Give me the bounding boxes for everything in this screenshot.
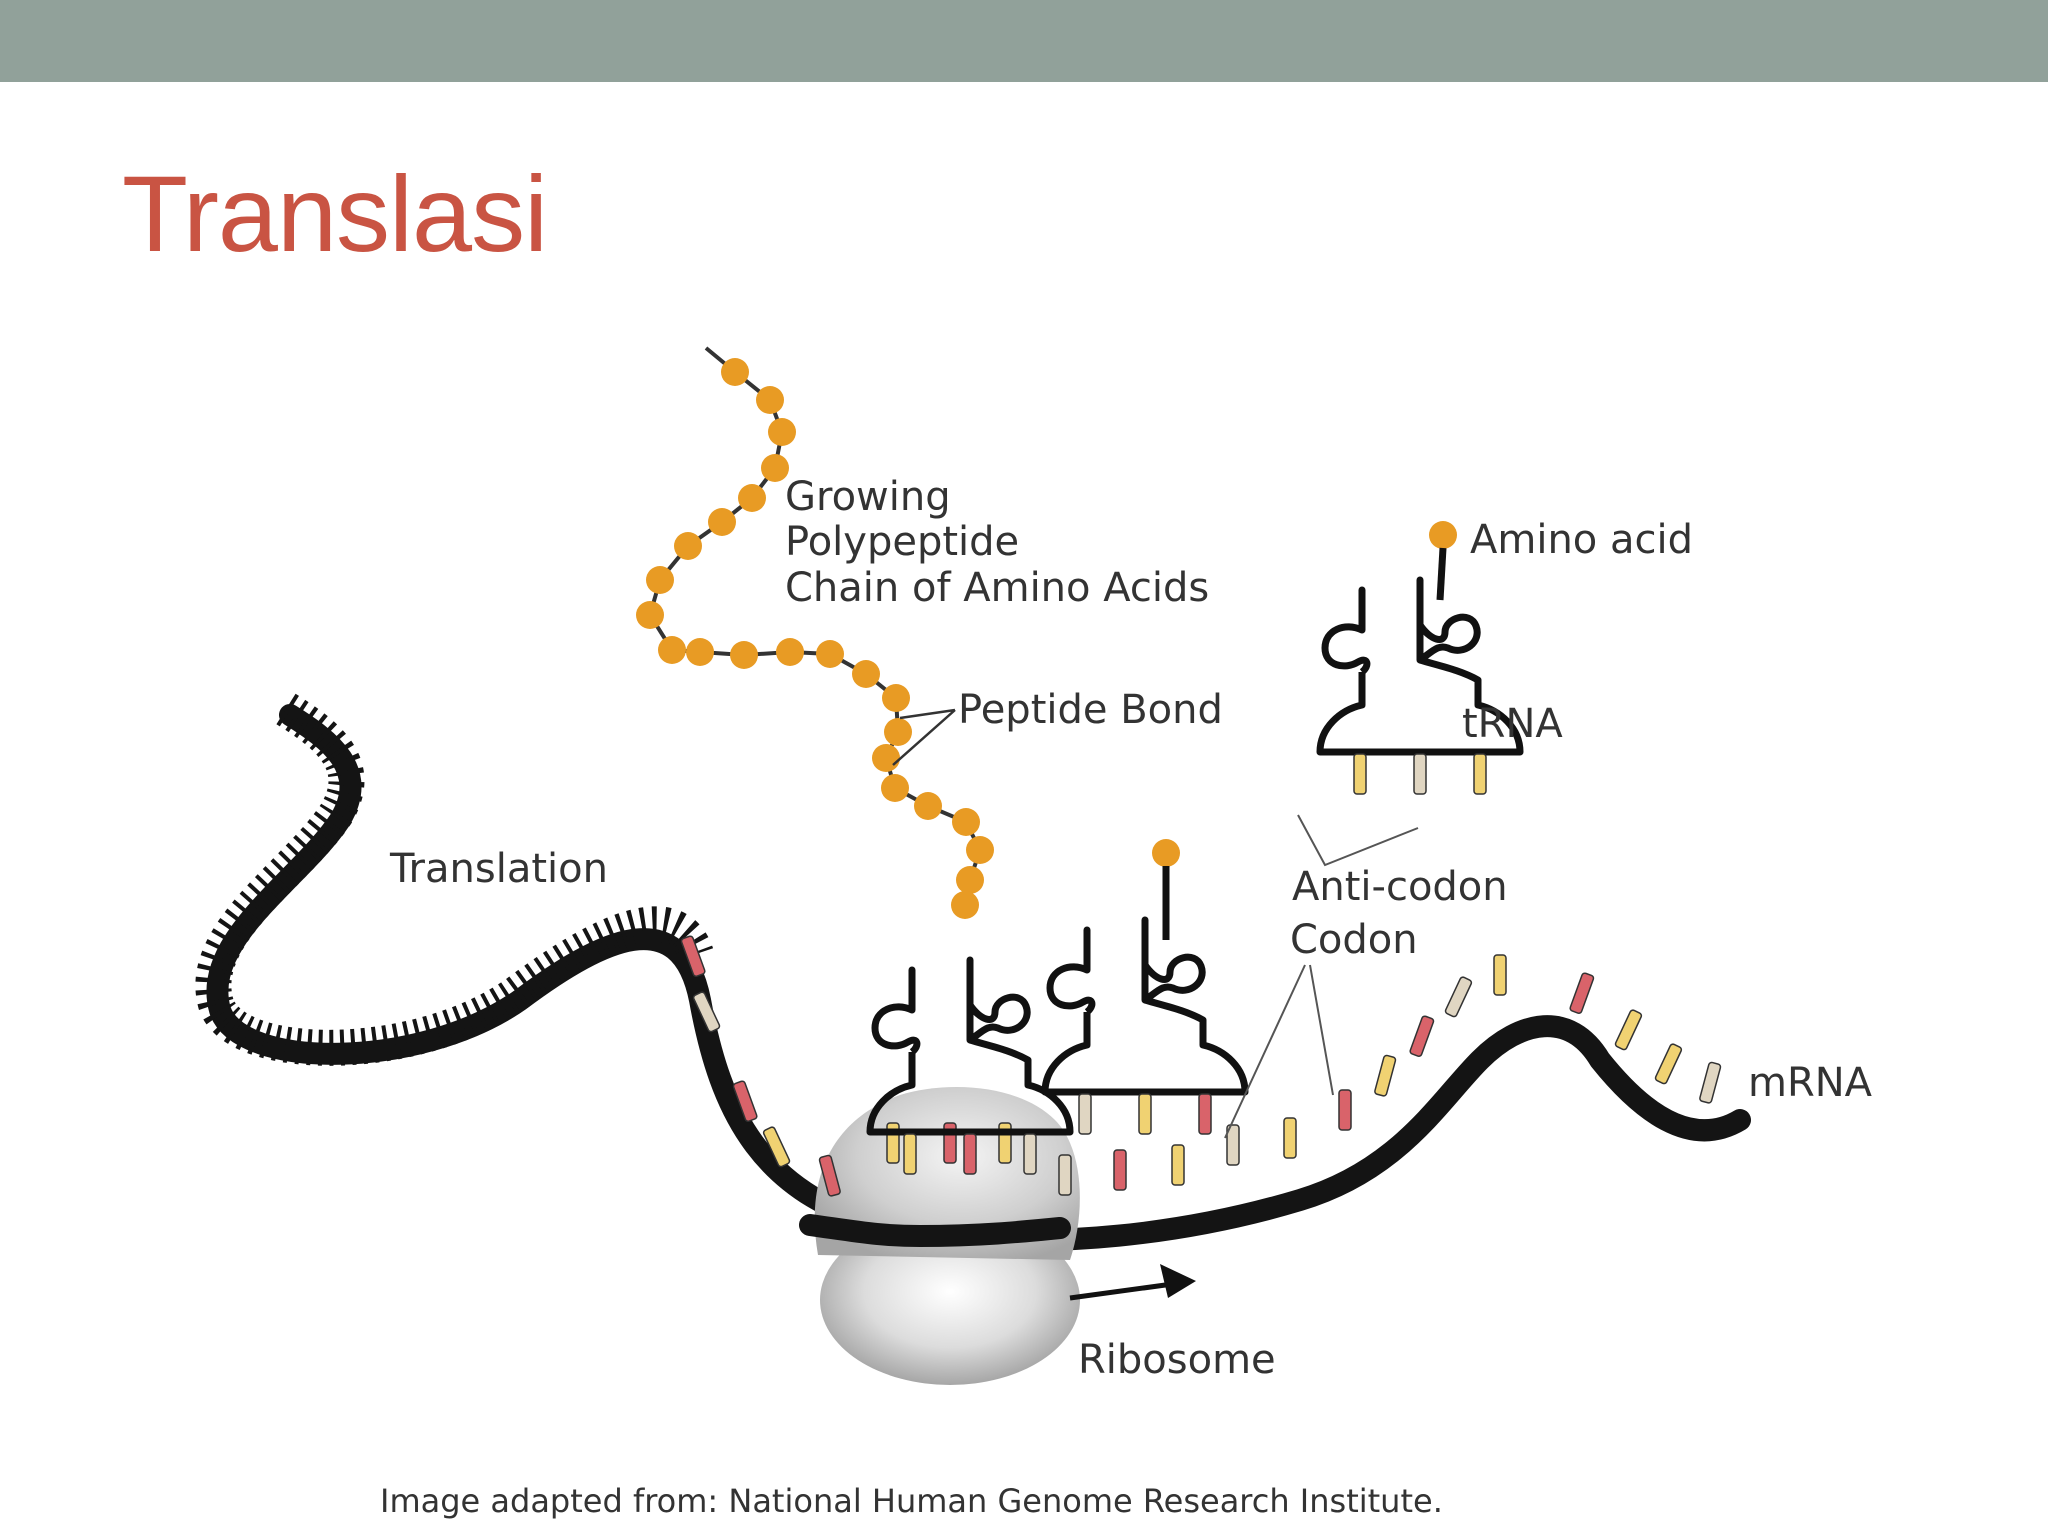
amino-acid-bead: [636, 601, 664, 629]
label-ribosome: Ribosome: [1078, 1337, 1276, 1383]
codon-leader: [1224, 964, 1334, 1139]
amino-acid-chain: [636, 358, 994, 919]
amino-acid-bead: [966, 836, 994, 864]
codon-base: [692, 991, 721, 1033]
amino-acid-bead: [686, 638, 714, 666]
direction-arrowhead: [1160, 1264, 1196, 1298]
amino-acid-bead: [872, 744, 900, 772]
amino-acid-bead: [816, 640, 844, 668]
amino-acid-bead: [730, 641, 758, 669]
amino-acid-bead: [721, 358, 749, 386]
amino-acid-dot: [1429, 521, 1457, 549]
direction-arrow: [1069, 1280, 1181, 1301]
codon-base: [680, 935, 706, 977]
codon-base: [1493, 954, 1507, 996]
codon-base: [1409, 1015, 1435, 1057]
amino-acid-bead: [761, 454, 789, 482]
codon-base: [1614, 1009, 1643, 1051]
label-trna: tRNA: [1462, 701, 1563, 747]
codon-base: [1374, 1054, 1397, 1097]
amino-acid-dot: [1152, 839, 1180, 867]
label-translation: Translation: [389, 846, 608, 892]
amino-acid-bead: [776, 638, 804, 666]
codon-base: [1226, 1124, 1240, 1166]
top-bar: [0, 0, 2048, 82]
anticodon-base: [1353, 753, 1367, 795]
anticodon-base: [1023, 1133, 1037, 1175]
amino-acid-bead: [646, 566, 674, 594]
codon-base: [762, 1126, 791, 1168]
amino-acid-bead: [674, 532, 702, 560]
codon-base: [1444, 976, 1473, 1018]
codon-base: [1569, 972, 1595, 1014]
label-growing-line2: Polypeptide: [785, 519, 1019, 565]
amino-acid-bead: [884, 718, 912, 746]
amino-acid-bead: [768, 418, 796, 446]
amino-acid-bead: [738, 484, 766, 512]
anticodon-base: [1473, 753, 1487, 795]
label-amino-acid: Amino acid: [1470, 517, 1693, 563]
label-codon: Codon: [1290, 917, 1418, 963]
codon-base: [732, 1080, 758, 1122]
anticodon-bases: [903, 753, 1487, 1175]
amino-acid-stem: [1436, 547, 1447, 601]
slide-title: Translasi: [122, 153, 548, 274]
anticodon-leader: [1297, 814, 1419, 867]
amino-acid-bead: [952, 808, 980, 836]
codon-base: [1171, 1144, 1185, 1186]
amino-acid-bead: [956, 866, 984, 894]
codon-base: [1058, 1154, 1072, 1196]
amino-acid-bead: [951, 891, 979, 919]
codon-base: [1699, 1061, 1722, 1104]
label-anticodon: Anti-codon: [1292, 864, 1508, 910]
anticodon-base: [1198, 1093, 1212, 1135]
anticodon-base: [1138, 1093, 1152, 1135]
codon-bases: [680, 935, 1722, 1197]
codon-base: [1654, 1043, 1683, 1085]
anticodon-base: [1078, 1093, 1092, 1135]
anticodon-base: [963, 1133, 977, 1175]
codon-base: [1338, 1089, 1352, 1131]
mrna-teeth: [195, 693, 714, 1066]
label-growing-line3: Chain of Amino Acids: [785, 565, 1209, 611]
amino-acid-bead: [914, 792, 942, 820]
amino-acid-bead: [852, 660, 880, 688]
mrna-over-ribosome: [799, 1214, 1071, 1248]
amino-acid-bead: [708, 508, 736, 536]
codon-base: [1113, 1149, 1127, 1191]
amino-acid-bead: [756, 386, 784, 414]
label-growing-line1: Growing: [785, 474, 951, 520]
image-credit: Image adapted from: National Human Genom…: [380, 1482, 1443, 1520]
label-mrna: mRNA: [1748, 1060, 1873, 1106]
amino-acid-bead: [881, 774, 909, 802]
anticodon-base: [903, 1133, 917, 1175]
amino-acid-bead: [658, 636, 686, 664]
label-peptide-bond: Peptide Bond: [958, 687, 1223, 733]
codon-base: [818, 1154, 841, 1197]
codon-base: [1283, 1117, 1297, 1159]
polypeptide-backbone: [647, 346, 983, 906]
peptide-bond-leader: [892, 708, 956, 766]
anticodon-base: [1413, 753, 1427, 795]
amino-acid-bead: [882, 684, 910, 712]
trna-second: [1045, 920, 1245, 1092]
